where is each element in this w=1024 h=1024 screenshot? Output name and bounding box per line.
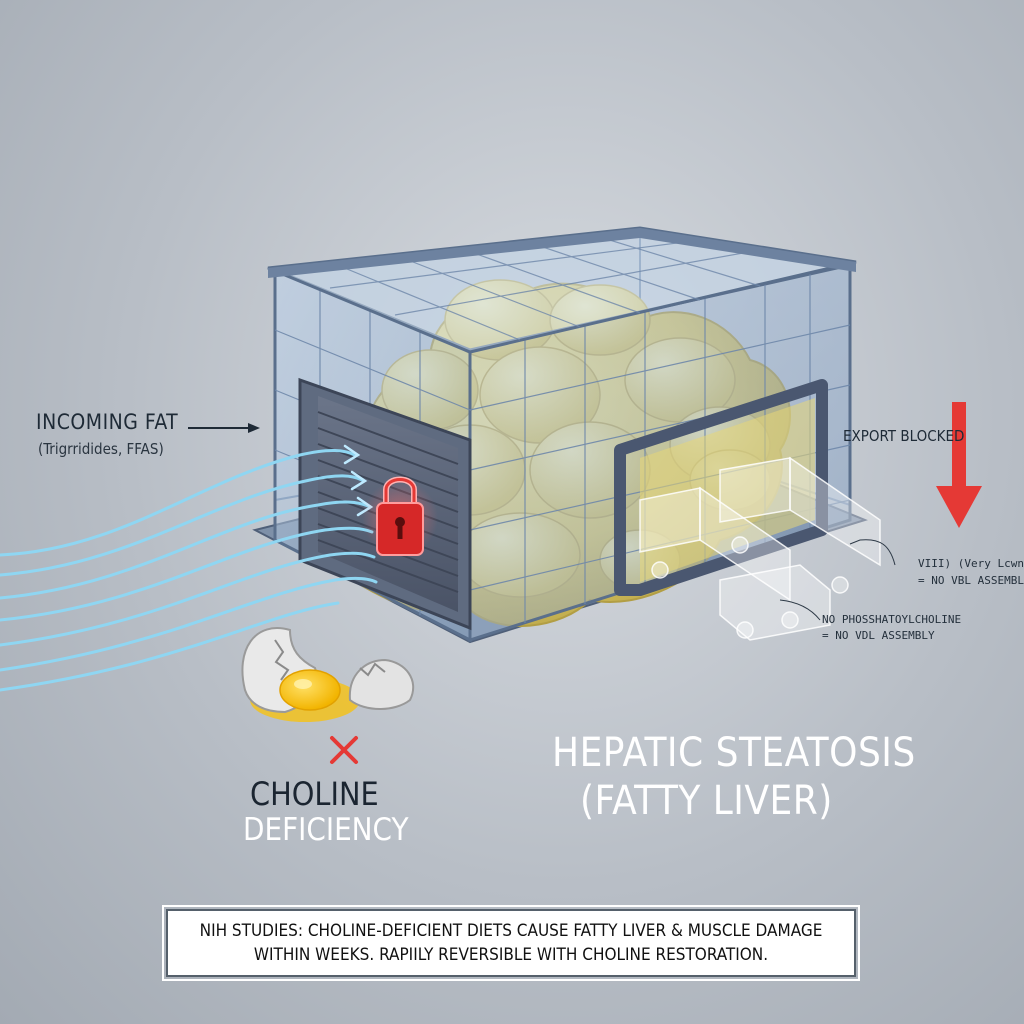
- building-roof: [267, 226, 857, 354]
- fat-stream-lines: [0, 449, 378, 692]
- incoming-fat-subtitle: (Trigrridides, FFAS): [38, 440, 164, 458]
- down-arrow-icon: [936, 402, 982, 528]
- deficiency-label: DEFICIENCY: [243, 812, 409, 848]
- incoming-fat-arrow: [188, 423, 260, 433]
- x-mark-icon: [330, 736, 358, 764]
- annotation-leaders: [779, 539, 896, 621]
- export-blocked-label: EXPORT BLOCKED: [843, 427, 965, 445]
- diagnosis-title: HEPATIC STEATOSIS: [552, 730, 916, 776]
- footnote-box: NIH STUDIES: CHOLINE-DEFICIENT DIETS CAU…: [162, 905, 860, 981]
- choline-label: CHOLINE: [250, 775, 379, 813]
- vldl-note-line2: = NO VBL ASSEMBL): [918, 574, 1024, 587]
- footnote-line1: NIH STUDIES: CHOLINE-DEFICIENT DIETS CAU…: [199, 921, 823, 941]
- vldl-note-line1: VIII) (Very Lcwn: [918, 557, 1024, 570]
- diagnosis-subtitle: (FATTY LIVER): [580, 778, 833, 824]
- phosphatidylcholine-note-line1: NO PHOSSHATOYLCHOLINE: [822, 613, 962, 626]
- truck-icon: [639, 456, 881, 641]
- incoming-fat-title: INCOMING FAT: [36, 410, 179, 434]
- cracked-egg-icon: [241, 627, 415, 722]
- footnote-line2: WITHIN WEEKS. RAPIILY REVERSIBLE WITH CH…: [253, 945, 769, 965]
- padlock-icon: [362, 476, 438, 556]
- phosphatidylcholine-note-line2: = NO VDL ASSEMBLY: [822, 629, 935, 642]
